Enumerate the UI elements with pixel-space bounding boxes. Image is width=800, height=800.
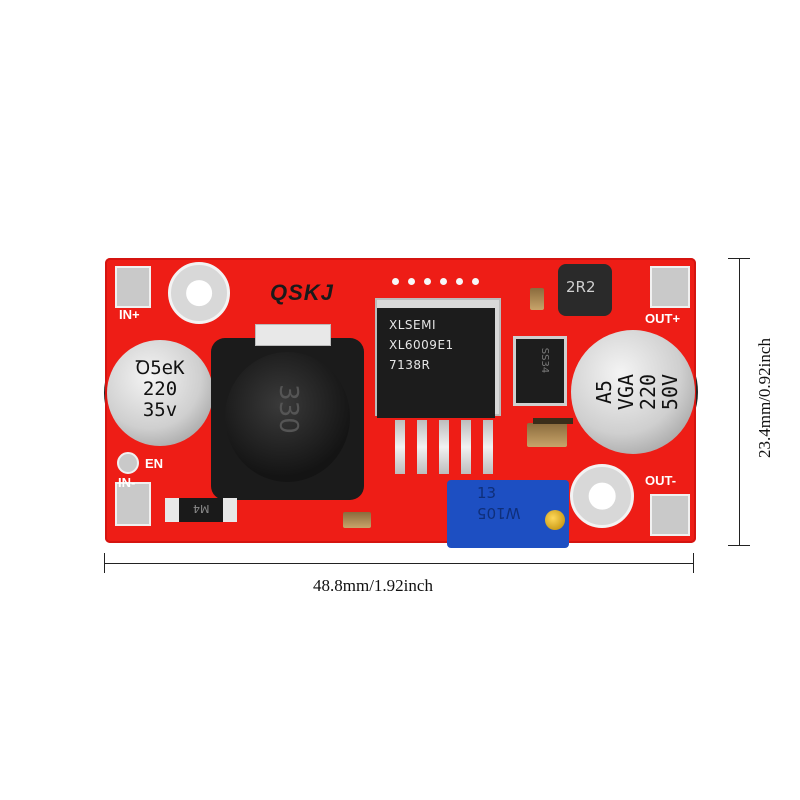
inductor-pad — [255, 324, 331, 346]
height-dimension-label: 23.4mm/0.92inch — [755, 338, 774, 458]
cap-text-line: VGA — [614, 373, 638, 411]
small-inductor: 2R2 — [558, 264, 612, 316]
cap-text-line: Ꝺ5eK — [135, 357, 185, 379]
inductor-core — [225, 352, 350, 482]
in-minus-label: IN- — [118, 475, 136, 490]
width-dimension-line — [104, 563, 694, 564]
en-label: EN — [145, 456, 164, 471]
smd-capacitor — [343, 512, 371, 528]
potentiometer: 13 W105 — [447, 480, 569, 548]
pad-dot — [424, 278, 431, 285]
ic-pin — [417, 420, 427, 474]
mounting-hole-top-left — [168, 262, 230, 324]
ic-pin — [395, 420, 405, 474]
pad-dot — [456, 278, 463, 285]
output-capacitor: A5 VGA 220 50V — [568, 327, 698, 457]
in-minus-pad — [115, 482, 151, 526]
potentiometer-marking-2: W105 — [477, 504, 521, 522]
input-diode-marking: M4 — [193, 502, 210, 515]
input-diode-pads: M4 — [165, 498, 237, 522]
pad-row — [392, 278, 479, 285]
ic-pin — [483, 420, 493, 474]
ic-pin — [461, 420, 471, 474]
width-dimension-tick — [104, 553, 105, 573]
height-dimension-tick — [728, 258, 750, 259]
out-minus-pad — [650, 494, 690, 536]
smd-capacitor — [530, 288, 544, 310]
pcb-board: IN+ IN- EN OUT+ OUT- QSKJ Ꝺ5eK 220 35v — [104, 258, 698, 548]
inductor-marking: 330 — [273, 384, 303, 434]
mounting-hole-bottom-right — [570, 464, 634, 528]
small-inductor-marking: 2R2 — [566, 278, 596, 296]
power-inductor: 330 — [211, 338, 364, 500]
input-capacitor-marking: Ꝺ5eK 220 35v — [125, 358, 195, 421]
width-dimension-tick — [693, 553, 694, 573]
ic-body: XLSEMI XL6009E1 7138R — [377, 308, 495, 418]
pad-dot — [440, 278, 447, 285]
output-diode: SS34 — [513, 336, 567, 406]
out-plus-label: OUT+ — [645, 311, 681, 326]
cap-text-line: A5 — [592, 379, 616, 405]
cap-text-line: 220 — [142, 378, 178, 400]
in-plus-label: IN+ — [119, 307, 140, 322]
out-minus-label: OUT- — [645, 473, 677, 488]
in-plus-pad — [115, 266, 151, 308]
potentiometer-marking-1: 13 — [477, 484, 497, 502]
input-capacitor: Ꝺ5eK 220 35v — [104, 336, 216, 450]
width-dimension-label: 48.8mm/1.92inch — [313, 576, 433, 595]
ic-marking-3: 7138R — [389, 358, 431, 372]
ic-marking-2: XL6009E1 — [389, 338, 454, 352]
en-pad — [117, 452, 139, 474]
smd-resistor — [533, 418, 573, 424]
smd-capacitor — [527, 423, 567, 447]
input-diode: M4 — [179, 498, 223, 522]
brand-logo: QSKJ — [270, 280, 334, 305]
output-diode-marking: SS34 — [539, 347, 551, 374]
output-capacitor-marking: A5 VGA 220 50V — [592, 352, 682, 432]
ic-marking-1: XLSEMI — [389, 318, 436, 332]
pad-dot — [392, 278, 399, 285]
cap-text-line: 220 — [636, 373, 660, 411]
height-dimension-tick — [728, 545, 750, 546]
height-dimension-line — [739, 258, 740, 545]
pad-dot — [408, 278, 415, 285]
out-plus-pad — [650, 266, 690, 308]
pad-dot — [472, 278, 479, 285]
cap-text-line: 35v — [142, 399, 178, 421]
ic-pin — [439, 420, 449, 474]
adjust-screw — [545, 510, 565, 530]
cap-text-line: 50V — [658, 373, 682, 411]
